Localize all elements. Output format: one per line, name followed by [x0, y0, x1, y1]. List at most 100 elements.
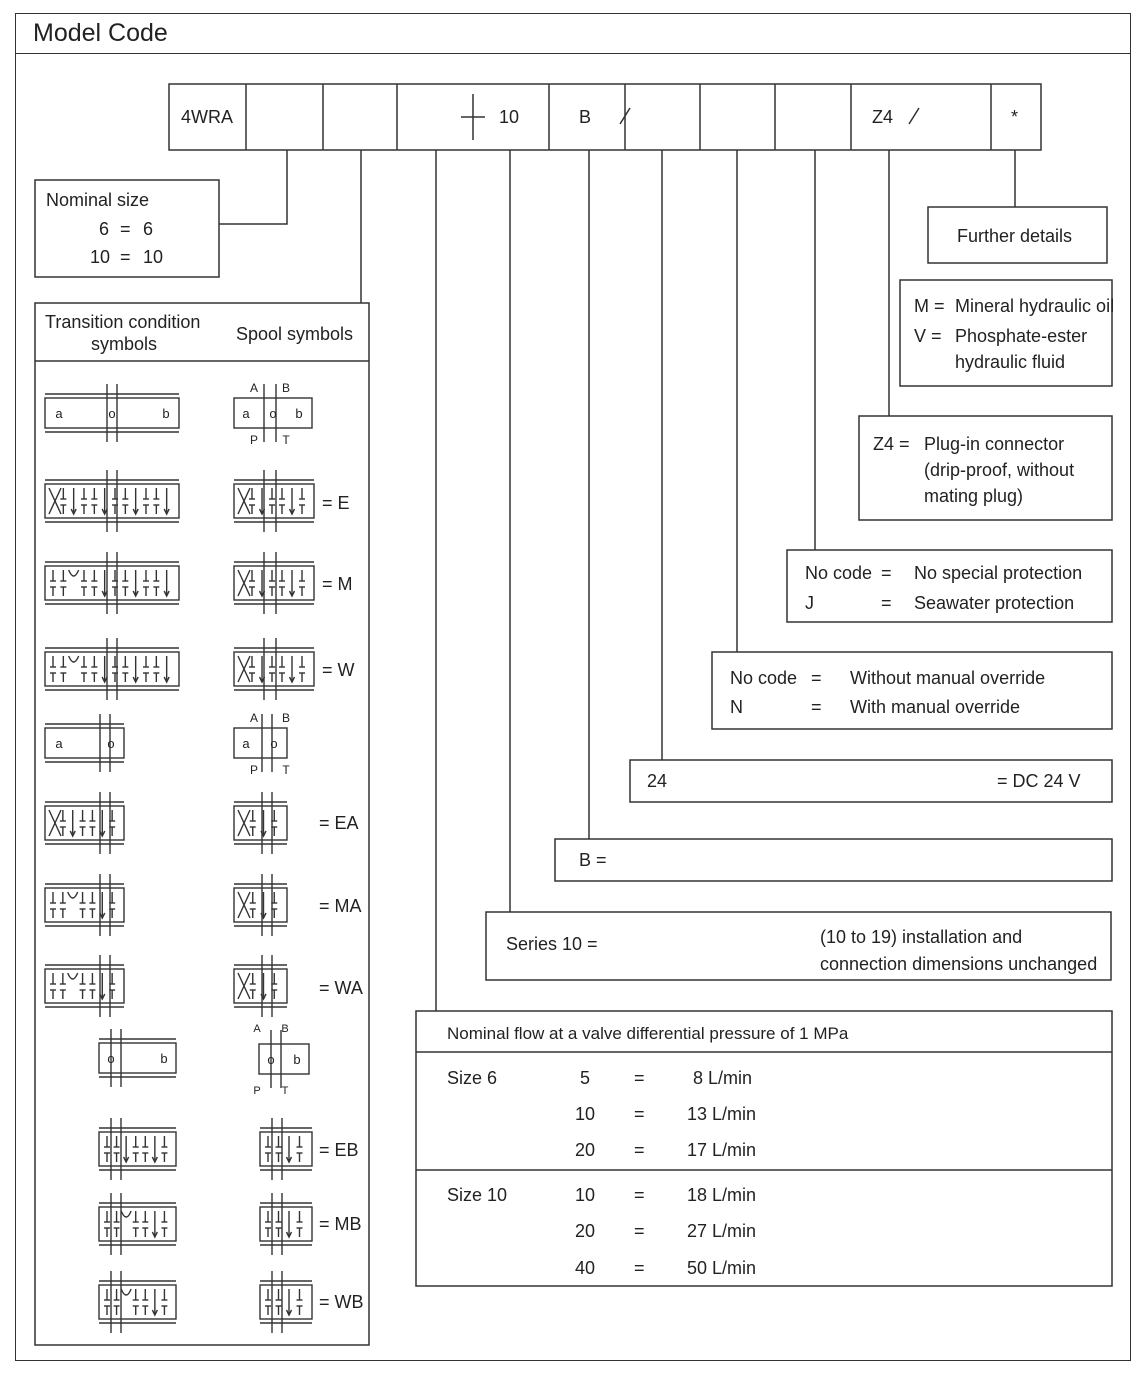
symbol-label: o — [108, 406, 115, 421]
symbol-line — [237, 891, 251, 919]
symbol-label: b — [162, 406, 169, 421]
symbol-line — [151, 1231, 158, 1239]
symbol-line — [151, 1309, 158, 1317]
code-field-b: B — [579, 107, 592, 127]
flow-eq: = — [634, 1221, 645, 1241]
code-field-connector: Z4 — [872, 107, 894, 127]
fluid-text: Phosphate-ester — [955, 326, 1088, 346]
spool-code: = WA — [319, 978, 363, 998]
voltage-code: 24 — [647, 771, 668, 791]
title-bar — [15, 13, 1131, 54]
symbol-line — [99, 912, 106, 920]
symbol-line — [98, 1042, 177, 1074]
symbols-header-spool: Spool symbols — [236, 324, 354, 344]
symbol-label: T — [282, 1085, 289, 1097]
symbol-line — [233, 397, 313, 429]
symbol-label: b — [295, 406, 302, 421]
flow-size-label: Size 10 — [447, 1185, 508, 1205]
spool-code: = M — [322, 574, 353, 594]
flow-title: Nominal flow at a valve differential pre… — [447, 1024, 849, 1043]
symbol-line — [101, 676, 108, 684]
symbol-line — [70, 508, 77, 516]
symbol-label: T — [282, 433, 290, 447]
protection-text: Seawater protection — [914, 593, 1075, 613]
symbol-line — [259, 1206, 313, 1242]
symbol-label: A — [250, 381, 258, 395]
symbol-line — [132, 590, 139, 598]
symbol-line — [233, 968, 288, 1004]
override-text: With manual override — [850, 697, 1021, 717]
flow-code: 10 — [575, 1185, 596, 1205]
symbol-line — [260, 912, 267, 920]
spool-code: = WB — [319, 1292, 364, 1312]
symbol-line — [69, 830, 76, 838]
flow-code: 5 — [580, 1068, 591, 1088]
symbol-line — [68, 569, 80, 577]
symbol-line — [233, 887, 288, 923]
code-field-series-name: 4WRA — [181, 107, 234, 127]
flow-value: 17 L/min — [687, 1140, 757, 1160]
symbol-label: b — [160, 1051, 167, 1066]
flow-value: 13 L/min — [687, 1104, 757, 1124]
symbol-line — [259, 1284, 313, 1320]
symbol-line — [258, 590, 266, 598]
symbol-line — [101, 590, 108, 598]
symbol-line — [68, 655, 80, 663]
symbol-line — [258, 508, 266, 516]
voltage-text: = DC 24 V — [997, 771, 1081, 791]
symbol-line — [48, 809, 62, 837]
symbol-label: A — [253, 1023, 261, 1035]
flow-code: 40 — [575, 1258, 596, 1278]
symbol-line — [98, 1284, 177, 1320]
symbol-line — [288, 676, 296, 684]
flow-value: 50 L/min — [687, 1258, 757, 1278]
flow-eq: = — [634, 1068, 645, 1088]
flow-eq: = — [634, 1258, 645, 1278]
symbol-line — [233, 565, 315, 601]
series-text: (10 to 19) installation and — [820, 927, 1023, 947]
symbol-line — [237, 972, 251, 1000]
symbol-line — [237, 655, 251, 683]
symbol-line — [48, 487, 62, 515]
flow-eq: = — [634, 1104, 645, 1124]
flow-value: 27 L/min — [687, 1221, 757, 1241]
nominal-size-code: 6 — [99, 219, 110, 239]
symbol-label: o — [107, 1051, 114, 1066]
connector-text: (drip-proof, without — [924, 460, 1075, 480]
override-text: Without manual override — [850, 668, 1046, 688]
override-code: N — [730, 697, 743, 717]
flow-value: 18 L/min — [687, 1185, 757, 1205]
spool-code: = E — [322, 493, 350, 513]
symbol-line — [285, 1309, 293, 1317]
symbol-label: o — [107, 736, 114, 751]
symbol-line — [44, 968, 125, 1004]
series-code: Series 10 = — [506, 934, 598, 954]
symbol-label: a — [242, 736, 250, 751]
spool-code: = EB — [319, 1140, 359, 1160]
symbol-line — [258, 1043, 310, 1075]
connector-code: Z4 = — [873, 434, 910, 454]
symbol-line — [98, 1131, 177, 1167]
protection-eq: = — [881, 563, 892, 583]
symbol-line — [44, 651, 180, 687]
symbol-line — [99, 830, 106, 838]
symbol-label: b — [293, 1052, 300, 1067]
symbol-line — [44, 805, 125, 841]
nominal-size-eq: = — [120, 219, 131, 239]
symbol-line — [151, 1156, 158, 1164]
symbol-line — [163, 590, 170, 598]
flow-code: 20 — [575, 1221, 596, 1241]
code-field-series: 10 — [499, 107, 520, 127]
symbol-line — [237, 569, 251, 597]
symbol-label: T — [282, 763, 290, 777]
symbol-line — [237, 809, 251, 837]
code-field-further: * — [1011, 107, 1019, 127]
nominal-size-value: 10 — [143, 247, 164, 267]
nominal-size-eq: = — [120, 247, 131, 267]
symbol-line — [233, 805, 288, 841]
flow-code: 10 — [575, 1104, 596, 1124]
symbol-label: B — [281, 1023, 288, 1035]
symbol-label: A — [250, 711, 258, 725]
protection-text: No special protection — [914, 563, 1083, 583]
